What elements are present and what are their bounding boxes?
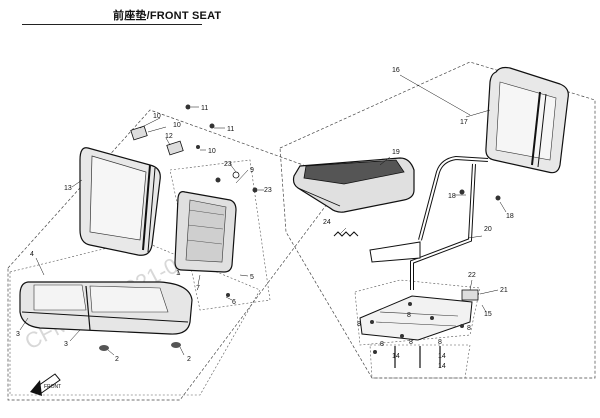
callout-2-right: 2: [187, 356, 191, 363]
callout-11-lower: 11: [227, 126, 234, 133]
storage-seat-box: [292, 157, 415, 213]
callout-16: 16: [392, 67, 400, 74]
callout-24: 24: [323, 219, 331, 226]
svg-text:FRONT: FRONT: [44, 384, 61, 390]
spring-part: [333, 231, 359, 237]
callout-13: 13: [64, 185, 72, 192]
callout-8-d: 8: [380, 341, 384, 348]
front-direction-arrow-icon: FRONT: [30, 373, 61, 396]
leader-lines: [19, 74, 507, 356]
callout-6: 6: [232, 299, 236, 306]
fastener-outline: [369, 344, 471, 379]
callout-17: 17: [460, 119, 468, 126]
callout-8-a: 8: [357, 321, 361, 328]
callout-12: 12: [165, 133, 173, 140]
seat-bottom-cushion: [19, 281, 193, 351]
callout-3-mid: 3: [64, 341, 68, 348]
backrest-latch-parts: [130, 104, 215, 156]
callout-20: 20: [484, 226, 492, 233]
callout-23-lower: 23: [264, 187, 272, 194]
callout-3-left: 3: [16, 331, 20, 338]
callout-numbers: 11 11 10 10 10 12 13 23 9 23 7 6 5 1 4 3…: [16, 67, 514, 370]
callout-8-b: 8: [407, 312, 411, 319]
callout-18-right: 18: [506, 213, 514, 220]
bolts: [373, 346, 441, 368]
cushion-group-outline: [9, 239, 261, 396]
callout-14-b: 14: [438, 353, 446, 360]
callout-8-c: 8: [467, 325, 471, 332]
seat-base-plate: [359, 289, 479, 341]
callout-22: 22: [468, 272, 476, 279]
callout-8-e: 8: [409, 339, 413, 346]
right-group-outline: [279, 61, 596, 379]
callout-23-upper: 23: [224, 161, 232, 168]
callout-18-left: 18: [448, 193, 456, 200]
title-underline: [22, 24, 202, 25]
callout-1: 1: [176, 270, 180, 277]
page-title: 前座垫/FRONT SEAT: [113, 10, 222, 22]
callout-21: 21: [500, 287, 508, 294]
callout-10-lower: 10: [208, 148, 216, 155]
headrest-cushion: [485, 66, 569, 174]
callout-10-mid: 10: [173, 122, 181, 129]
callout-7: 7: [196, 285, 200, 292]
callout-10-upper: 10: [153, 113, 161, 120]
callout-5: 5: [250, 274, 254, 281]
callout-14-c: 14: [438, 363, 446, 370]
callout-14-a: 14: [392, 353, 400, 360]
callout-8-f: 8: [438, 339, 442, 346]
callout-2-left: 2: [115, 356, 119, 363]
callout-9: 9: [250, 167, 254, 174]
backrest-cushion: [79, 147, 161, 256]
callout-11-upper: 11: [201, 105, 208, 112]
callout-19: 19: [392, 149, 400, 156]
callout-4: 4: [30, 251, 34, 258]
seat-frame-tube: [369, 155, 501, 290]
left-group-outline: [7, 109, 346, 401]
callout-15: 15: [484, 311, 492, 318]
seat-back-panel: [174, 171, 258, 297]
